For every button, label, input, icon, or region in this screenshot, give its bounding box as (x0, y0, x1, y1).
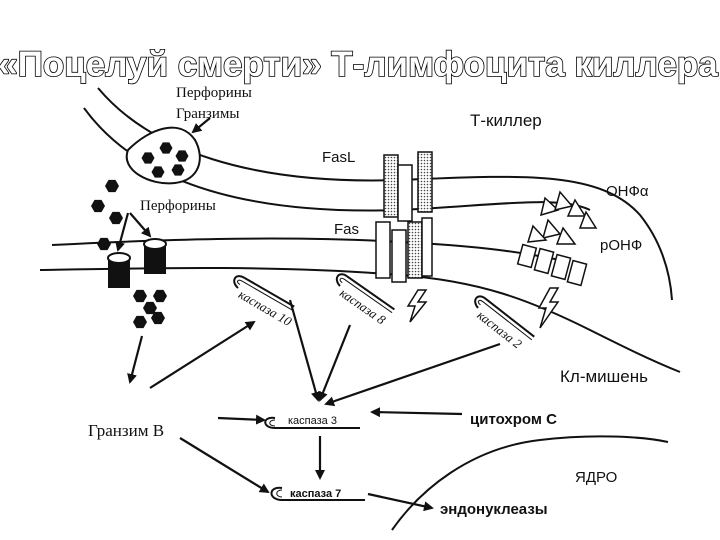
perforin-pore-left (107, 252, 131, 288)
diagram-title: «Поцелуй смерти» Т-лимфоцита киллера (0, 45, 718, 84)
label-endonucleases: эндонуклеазы (440, 501, 548, 518)
granzyme-particle (153, 289, 167, 303)
caspase-10-label: каспаза 10 (236, 287, 295, 330)
granzyme-particles (91, 179, 167, 329)
label-cytochrome-c: цитохром С (470, 411, 557, 428)
tnf-receptor (516, 243, 588, 287)
caspase-2: каспаза 2 (474, 295, 535, 352)
label-fas: Fas (334, 221, 359, 238)
granzyme-particle (151, 311, 165, 325)
label-t-killer: Т-киллер (470, 111, 542, 130)
granzyme-particle (171, 164, 185, 176)
caspase-8: каспаза 8 (335, 273, 395, 328)
pathway-arrows (115, 117, 501, 512)
caspase-3: каспаза 3 (264, 415, 360, 429)
granzyme-particle (143, 301, 157, 315)
tnf-alpha-triangles (526, 190, 598, 245)
granzyme-particle (133, 289, 147, 303)
granzyme-particle (159, 142, 173, 154)
granzyme-particle (105, 179, 119, 193)
caspase-7: каспаза 7 (270, 486, 365, 501)
lightning-icon (537, 287, 560, 329)
caspase-8-label: каспаза 8 (337, 285, 389, 328)
fasl-receptor (383, 151, 433, 222)
granzyme-particle (151, 166, 165, 178)
granzyme-particle (133, 315, 147, 329)
label-nucleus: ЯДРО (575, 469, 617, 486)
target-cell-membrane (39, 237, 681, 373)
caspase-10: каспаза 10 (233, 275, 295, 330)
granzyme-granule (125, 126, 201, 185)
caspase-3-label: каспаза 3 (288, 415, 337, 427)
label-fasl: FasL (322, 149, 355, 166)
granzyme-particle (109, 211, 123, 225)
label-granzyme-b: Гранзим В (88, 421, 164, 440)
label-perforins-top: Перфорины (176, 85, 252, 101)
caspase-7-label: каспаза 7 (290, 488, 341, 500)
nucleus-membrane (391, 435, 669, 531)
fas-receptor (375, 217, 433, 283)
lightning-icon (406, 289, 428, 323)
granzyme-particle (141, 152, 155, 164)
label-granzymes: Гранзимы (176, 106, 239, 122)
label-target-cell: Кл-мишень (560, 367, 648, 386)
granzyme-particle (97, 237, 111, 251)
perforin-pore-right (143, 238, 167, 274)
label-r-onf: рОНФ (600, 237, 642, 254)
granzyme-particle (175, 150, 189, 162)
label-perforins-mid: Перфорины (140, 198, 216, 214)
label-onf-alpha: ОНФα (606, 183, 649, 200)
granzyme-particle (91, 199, 105, 213)
